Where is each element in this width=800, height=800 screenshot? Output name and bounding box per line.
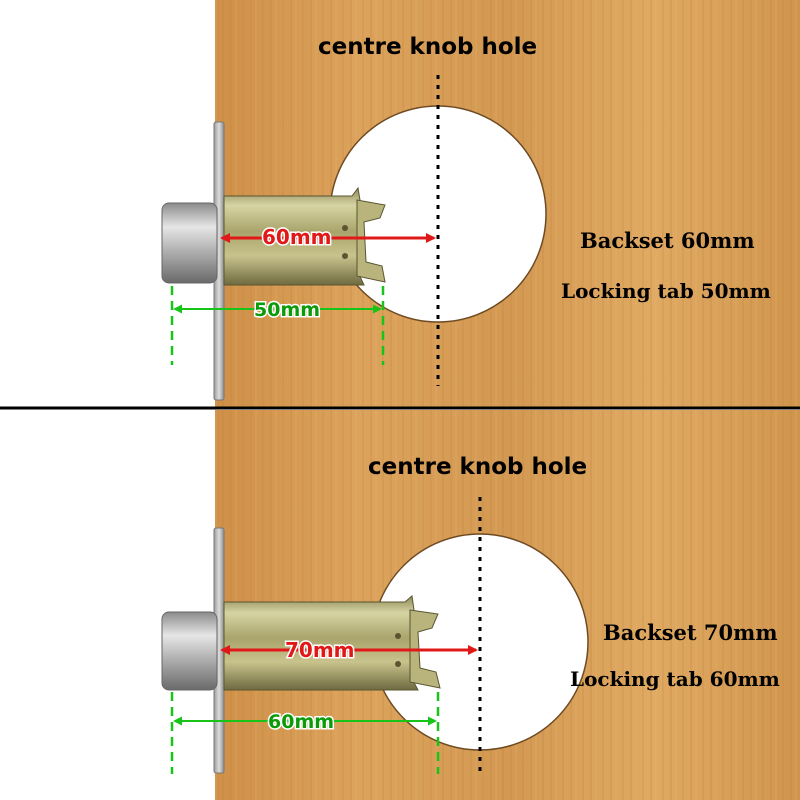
latch-bolt-bottom: [161, 611, 218, 691]
backset-label-bottom: Backset 70mm: [603, 620, 778, 645]
knob-hole-title-bottom: centre knob hole: [368, 454, 587, 480]
backset-label-top: Backset 60mm: [580, 228, 755, 253]
latch-bolt-top: [161, 202, 218, 284]
top-panel: centre knob hole 60mm 50mm Backset 60mm …: [161, 0, 800, 408]
locking-tab-label-bottom: Locking tab 60mm: [570, 667, 780, 691]
locking-tab-bottom: [409, 609, 441, 689]
locking-tab-top: [356, 199, 386, 283]
knob-hole-title-top: centre knob hole: [318, 34, 537, 60]
tab-dimension-bottom: 60mm: [268, 711, 334, 733]
latch-assembly-bottom: [161, 527, 441, 774]
locking-tab-label-top: Locking tab 50mm: [561, 279, 771, 303]
backset-dimension-top: 60mm: [262, 225, 332, 249]
bottom-panel: centre knob hole 70mm 60mm Backset 70mm …: [161, 410, 800, 800]
backset-dimension-bottom: 70mm: [285, 638, 355, 662]
tab-dimension-top: 50mm: [254, 299, 320, 321]
